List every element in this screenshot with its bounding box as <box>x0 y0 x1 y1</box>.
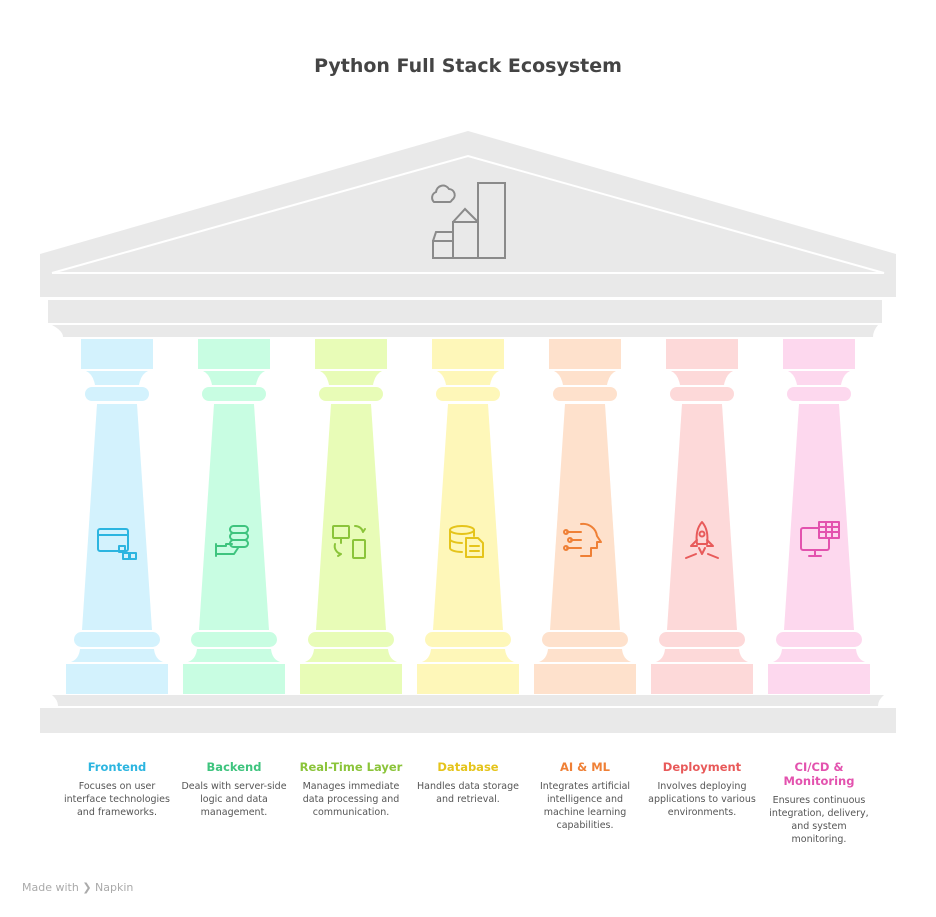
rocket-launch-icon <box>685 521 719 559</box>
monitor-dashboard-icon <box>800 521 840 557</box>
pillar-description: Deals with server-side logic and data ma… <box>181 781 287 818</box>
pillar-description: Handles data storage and retrieval. <box>417 781 519 805</box>
pillar-database <box>417 339 519 694</box>
stylobate <box>40 695 896 733</box>
pillar-description: Integrates artificial intelligence and m… <box>539 781 631 831</box>
pillar-title: Backend <box>206 760 262 774</box>
browser-window-components-icon <box>97 528 137 560</box>
napkin-logo-icon: ❯ <box>82 881 92 894</box>
pillar-deployment <box>651 339 753 694</box>
napkin-brand: Napkin <box>95 881 134 894</box>
pillar-ci-cd-monitoring <box>768 339 870 694</box>
pillar-ai-ml <box>534 339 636 694</box>
pillar-title: AI & ML <box>560 760 610 774</box>
made-with-napkin: Made with ❯ Napkin <box>22 881 133 894</box>
pediment <box>40 131 896 337</box>
made-with-text: Made with <box>22 881 79 894</box>
pillar-backend <box>183 339 285 694</box>
device-sync-icon <box>332 525 366 559</box>
pillar-real-time-layer <box>300 339 402 694</box>
hand-server-icon <box>215 525 249 557</box>
page-title: Python Full Stack Ecosystem <box>314 55 622 77</box>
pillar-title: Deployment <box>662 760 742 774</box>
pillar-description: Involves deploying applications to vario… <box>648 781 756 818</box>
city-buildings-cloud-icon <box>431 182 506 259</box>
pillar-title: Frontend <box>87 760 147 774</box>
pillar-description: Focuses on user interface technologies a… <box>64 781 170 818</box>
ai-head-circuit-icon <box>563 522 602 557</box>
pillar-title: Database <box>437 760 499 774</box>
pillar-title: Real-Time Layer <box>299 760 403 774</box>
database-document-icon <box>449 525 484 558</box>
pillar-frontend <box>66 339 168 694</box>
pillar-label: AI & ML Integrates artificial intelligenc… <box>529 760 641 832</box>
pillar-description: Manages immediate data processing and co… <box>302 781 400 818</box>
pillar-description: Ensures continuous integration, delivery… <box>769 795 869 845</box>
pillar-title: CI/CD & Monitoring <box>783 760 855 788</box>
